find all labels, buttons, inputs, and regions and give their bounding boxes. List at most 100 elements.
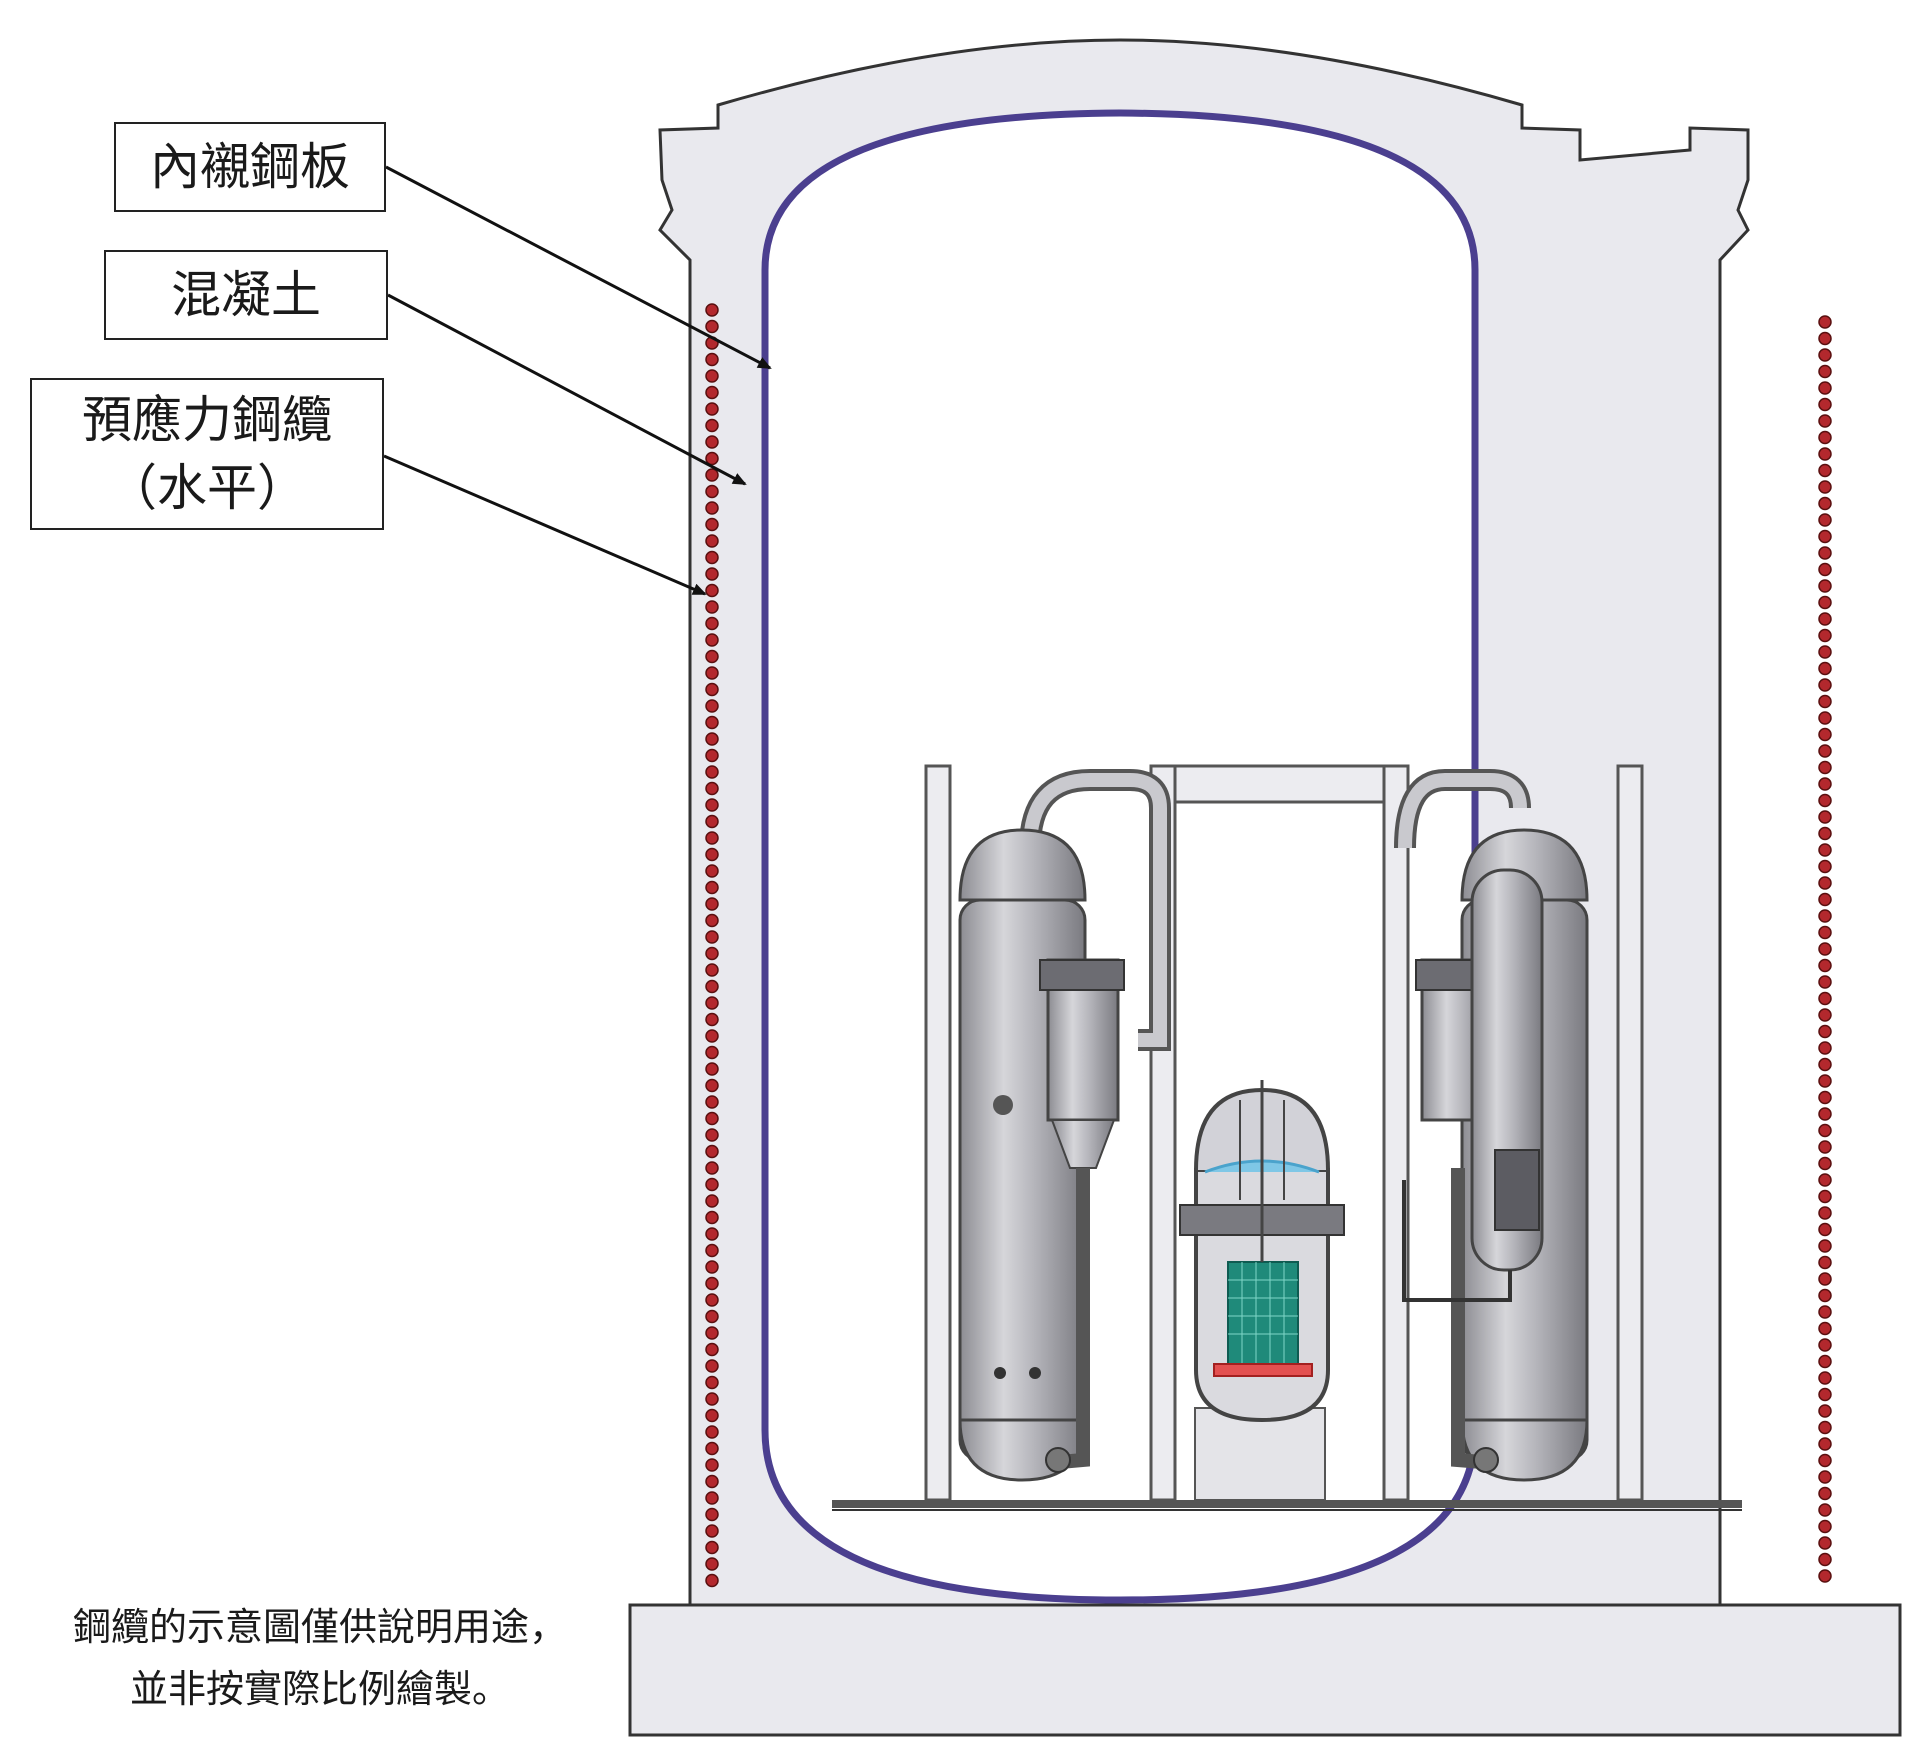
tendon-dot	[705, 979, 719, 994]
tendon-dot	[705, 616, 719, 631]
tendon-dot	[705, 1111, 719, 1126]
tendon-dot	[1818, 991, 1832, 1006]
tendon-dot	[1818, 1239, 1832, 1253]
steam-generator-right	[1394, 769, 1589, 1482]
label-concrete-text: 混凝土	[171, 266, 321, 324]
tendon-dot	[1818, 1321, 1832, 1336]
tendon-dot	[1818, 1074, 1832, 1088]
tendon-dot	[705, 847, 719, 862]
tendon-dot	[705, 303, 719, 317]
tendon-dot	[1818, 463, 1832, 478]
arrow-tendon	[383, 454, 707, 596]
tendon-dot	[705, 600, 719, 614]
tendon-dot	[1818, 1041, 1832, 1055]
arrow-concrete	[387, 293, 747, 486]
tendon-dot	[705, 1507, 719, 1522]
tendon-dot	[1818, 694, 1832, 709]
tendon-dot	[1818, 661, 1832, 676]
tendons-left	[705, 303, 719, 1588]
steel-liner	[761, 109, 1479, 1604]
tendon-dot	[1818, 1437, 1832, 1451]
tendon-dot	[1818, 727, 1832, 742]
label-concrete: 混凝土	[104, 250, 388, 340]
tendon-dot	[705, 666, 719, 680]
tendon-dot	[1818, 496, 1832, 511]
tendon-dot	[1818, 579, 1832, 593]
tendon-dot	[705, 699, 719, 713]
tendon-dot	[1818, 1453, 1832, 1468]
tendon-dot	[1818, 975, 1832, 989]
tendon-dot	[1818, 1107, 1832, 1121]
tendon-dot	[1818, 925, 1832, 940]
tendon-dot	[705, 930, 719, 944]
tendon-dot	[705, 748, 719, 763]
tendon-dot	[705, 1078, 719, 1093]
tendon-dot	[1818, 513, 1832, 527]
tendon-dot	[1818, 645, 1832, 659]
tendon-dot	[1818, 1305, 1832, 1319]
tendon-dot	[705, 1359, 719, 1373]
tendon-dot	[705, 1375, 719, 1390]
reactor-vessel	[1179, 1080, 1345, 1501]
tendon-dot	[1818, 1470, 1832, 1484]
tendon-dot	[1818, 1090, 1832, 1105]
tendon-dot	[705, 765, 719, 779]
tendon-dot	[1818, 892, 1832, 907]
tendon-dot	[1818, 958, 1832, 973]
tendon-dot	[705, 402, 719, 416]
scale-note-line1: 鋼纜的示意圖僅供說明用途，	[72, 1605, 567, 1649]
tendon-dot	[1818, 1503, 1832, 1517]
tendon-dot	[1818, 1354, 1832, 1369]
tendon-dot	[705, 1243, 719, 1258]
tendon-dot	[1818, 859, 1832, 874]
tendon-dot	[705, 1177, 719, 1192]
tendon-dot	[1818, 777, 1832, 791]
tendon-dot	[1818, 414, 1832, 428]
tendon-dot	[1818, 1338, 1832, 1352]
tendon-dot	[705, 1474, 719, 1489]
tendon-dot	[705, 1326, 719, 1340]
tendon-dot	[1818, 1387, 1832, 1402]
tendon-dot	[705, 1408, 719, 1423]
tendon-dot	[1818, 1173, 1832, 1187]
tendon-dot	[1818, 562, 1832, 577]
tendon-dot	[705, 418, 719, 433]
tendon-dot	[1818, 678, 1832, 692]
tendon-dot	[1818, 810, 1832, 824]
tendon-dot	[1818, 1206, 1832, 1220]
tendon-dot	[1818, 331, 1832, 346]
tendon-dot	[705, 1062, 719, 1076]
tendon-dot	[705, 501, 719, 515]
tendon-dot	[1818, 529, 1832, 544]
tendon-dot	[705, 1540, 719, 1555]
tendon-dot	[705, 435, 719, 449]
tendon-dot	[1818, 744, 1832, 758]
scale-note-line2: 並非按實際比例繪製。	[129, 1667, 510, 1711]
tendon-dot	[705, 1342, 719, 1357]
tendon-dot	[705, 468, 719, 482]
tendon-dot	[1818, 1189, 1832, 1204]
operating-floor	[832, 1500, 1742, 1508]
tendon-dot	[1818, 1024, 1832, 1039]
tendon-dot	[705, 1573, 719, 1588]
tendon-dot	[705, 732, 719, 746]
tendon-dot	[705, 831, 719, 845]
tendon-dot	[705, 1524, 719, 1538]
tendon-dot	[705, 633, 719, 647]
tendon-dot	[705, 1144, 719, 1159]
tendon-dot	[1818, 595, 1832, 610]
tendon-dot	[1818, 480, 1832, 494]
tendon-dot	[1818, 1255, 1832, 1270]
tendon-dot	[1818, 1288, 1832, 1303]
tendon-dot	[705, 814, 719, 829]
tendon-dot	[1818, 628, 1832, 643]
tendon-dot	[1818, 1156, 1832, 1171]
tendon-dot	[705, 1309, 719, 1324]
tendon-dot	[1818, 381, 1832, 395]
tendon-dot	[1818, 315, 1832, 329]
tendon-dot	[705, 1458, 719, 1472]
tendon-dot	[1818, 1404, 1832, 1418]
reactor-core	[1227, 1261, 1299, 1365]
tendon-dot	[1818, 430, 1832, 445]
label-steel-liner: 內襯鋼板	[114, 122, 386, 212]
